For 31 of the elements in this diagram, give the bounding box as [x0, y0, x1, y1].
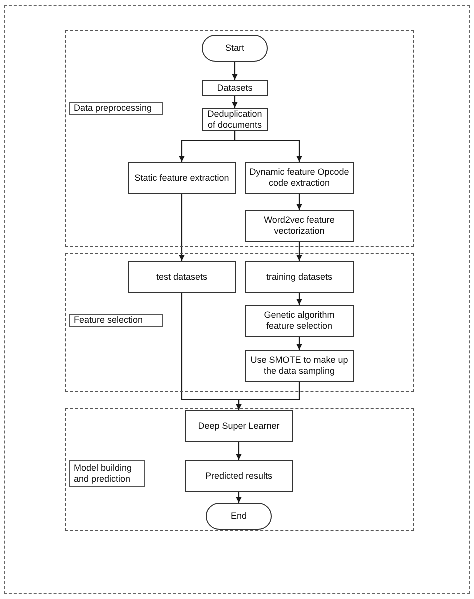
flow-arrow	[236, 492, 242, 503]
section-label: Feature selection	[69, 314, 163, 327]
section-label: Model building and prediction	[69, 460, 145, 487]
flow-arrow	[232, 62, 238, 80]
flow-arrow	[179, 194, 185, 261]
process-box: Dynamic feature Opcode code extraction	[245, 162, 354, 194]
process-box: Static feature extraction	[128, 162, 236, 194]
flow-arrow	[234, 131, 302, 162]
dashed-group-frame	[65, 408, 414, 531]
flow-arrow	[236, 442, 242, 460]
section-label: Data preprocessing	[69, 102, 163, 115]
process-box: Genetic algorithm feature selection	[245, 305, 354, 337]
process-box: training datasets	[245, 261, 354, 293]
flow-arrow	[236, 382, 300, 410]
flow-arrow	[296, 337, 302, 350]
flow-arrow	[232, 96, 238, 108]
process-box: Word2vec feature vectorization	[245, 210, 354, 242]
dashed-group-frame	[65, 30, 414, 247]
outer-dashed-frame	[4, 5, 470, 594]
process-box: Use SMOTE to make up the data sampling	[245, 350, 354, 382]
process-box: Datasets	[202, 80, 268, 96]
flow-arrow	[296, 293, 302, 305]
flow-arrow	[296, 242, 302, 261]
process-box: Predicted results	[185, 460, 293, 492]
process-box: test datasets	[128, 261, 236, 293]
dashed-group-frame	[65, 253, 414, 392]
process-box: Deep Super Learner	[185, 410, 293, 442]
terminal-shape: Start	[202, 35, 268, 62]
terminal-shape: End	[206, 503, 272, 530]
process-box: Deduplication of documents	[202, 108, 268, 131]
flow-arrow	[296, 194, 302, 210]
